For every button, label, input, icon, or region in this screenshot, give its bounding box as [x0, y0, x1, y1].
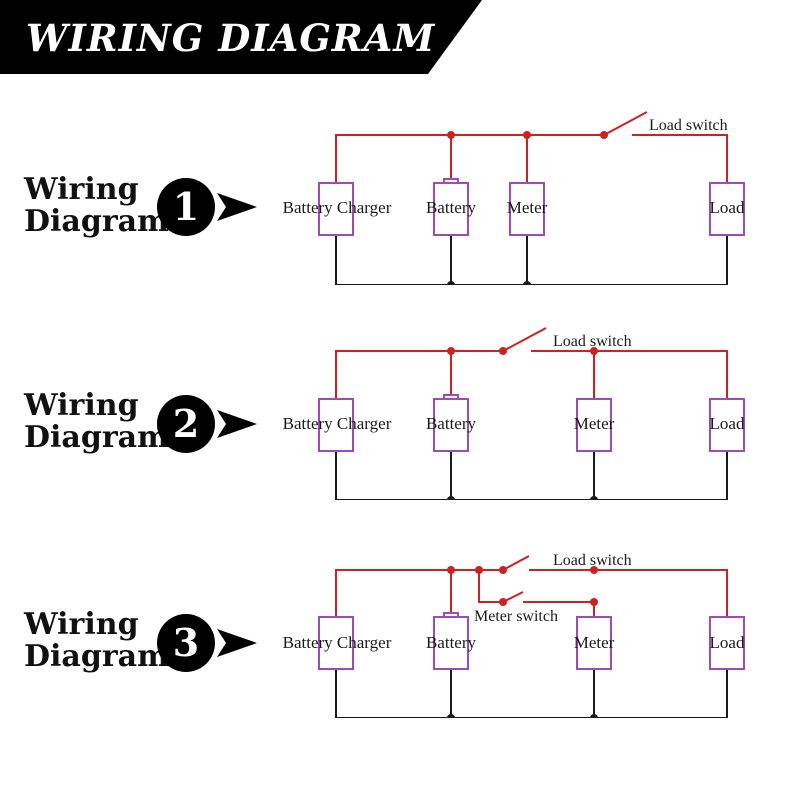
page-title: WIRING DIAGRAM [26, 16, 436, 60]
diagram-1-load-rail [632, 134, 728, 183]
diagram-2-negative-rail [335, 451, 728, 500]
diagram-3-meter-box [576, 616, 612, 670]
diagram-3-load-switch [502, 555, 530, 571]
diagram-1-junction [447, 131, 455, 139]
diagram-1-switch-contact [600, 131, 608, 139]
diagram-3-junction [447, 714, 455, 718]
diagram-2-meter-box [576, 398, 612, 452]
diagram-1-meter-box [509, 182, 545, 236]
diagram-3-junction [447, 566, 455, 574]
diagram-3-number-badge: 3 [157, 614, 257, 672]
diagram-1-negative-rail [335, 235, 728, 285]
diagram-3-battery-charger-box [318, 616, 354, 670]
diagram-3-circuit: Battery Charger Battery Meter Load Load … [283, 552, 745, 718]
diagram-1-junction [523, 281, 531, 285]
diagram-3-arrow-icon [217, 629, 257, 657]
diagram-3-battery-charger-label: Battery Charger [283, 633, 392, 652]
diagram-2-load-switch [502, 327, 547, 352]
diagram-1-junction [523, 131, 531, 139]
diagram-3-load-box [709, 616, 745, 670]
diagram-3-battery-label: Battery [426, 633, 477, 652]
diagram-1-heading-line1: Wiring [24, 172, 139, 207]
diagram-2-meter-label: Meter [574, 414, 615, 433]
diagram-1-heading-line2: Diagram [24, 204, 169, 239]
diagram-3-switch-contact [499, 566, 507, 574]
diagram-1-number: 1 [173, 184, 199, 229]
diagram-3-meter-switch-label: Meter switch [474, 608, 558, 625]
diagram-2-load-switch-label: Load switch [553, 333, 632, 350]
diagram-1-load-label: Load [710, 198, 745, 217]
diagram-1-meter-label: Meter [507, 198, 548, 217]
diagram-3-junction [590, 566, 598, 574]
diagram-2-circuit: Battery Charger Battery Meter Load Load … [283, 327, 745, 500]
diagram-1-circuit: Battery Charger Battery Meter Load Load … [283, 111, 745, 285]
diagram-1-load-box [709, 182, 745, 236]
diagram-2-junction [447, 347, 455, 355]
diagram-2-load-label: Load [710, 414, 745, 433]
diagram-2-junction [590, 496, 598, 500]
title-banner [0, 0, 482, 74]
diagram-1-number-badge: 1 [157, 178, 257, 236]
diagram-3-junction [590, 598, 598, 606]
diagram-3-heading-line1: Wiring [24, 607, 139, 642]
diagram-1-heading: Wiring Diagram [24, 174, 169, 238]
diagram-1-badge-circle [157, 178, 215, 236]
diagram-2-switch-contact [499, 347, 507, 355]
diagram-3-heading-line2: Diagram [24, 639, 169, 674]
diagram-1-junction [447, 281, 455, 285]
diagram-3-meter-branch-drop [478, 570, 503, 603]
diagram-3-negative-rail [335, 669, 728, 718]
diagram-1-positive-rail [335, 134, 604, 183]
diagram-2-heading-line2: Diagram [24, 420, 169, 455]
diagram-3-load-label: Load [710, 633, 745, 652]
diagram-2-battery-charger-label: Battery Charger [283, 414, 392, 433]
diagram-1-load-switch [603, 111, 648, 136]
diagram-2-battery-terminal [443, 394, 459, 400]
diagram-3-load-rail [529, 569, 728, 617]
diagram-2-badge-circle [157, 395, 215, 453]
diagram-3-number: 3 [173, 620, 199, 665]
diagram-3-heading: Wiring Diagram [24, 609, 169, 673]
diagram-1-battery-terminal [443, 178, 459, 184]
diagram-2-heading: Wiring Diagram [24, 390, 169, 454]
diagram-3-switch-contact [499, 598, 507, 606]
diagram-3-badge-circle [157, 614, 215, 672]
banner-background [0, 0, 482, 74]
diagram-1-battery-label: Battery [426, 198, 477, 217]
diagram-3-meter-label: Meter [574, 633, 615, 652]
diagram-1-load-switch-label: Load switch [649, 117, 728, 134]
diagram-1-battery-charger-label: Battery Charger [283, 198, 392, 217]
diagram-2-number-badge: 2 [157, 395, 257, 453]
diagram-1-arrow-icon [217, 193, 257, 221]
diagram-3-junction [590, 714, 598, 718]
diagram-2-battery-label: Battery [426, 414, 477, 433]
diagram-1-battery-charger-box [318, 182, 354, 236]
diagram-2-load-rail [531, 350, 728, 399]
diagram-2-load-box [709, 398, 745, 452]
diagram-3-junction [475, 566, 483, 574]
diagram-2-heading-line1: Wiring [24, 388, 139, 423]
diagram-2-positive-rail [335, 350, 503, 399]
diagram-3-battery-terminal [443, 612, 459, 618]
diagram-2-junction [447, 496, 455, 500]
diagram-2-arrow-icon [217, 410, 257, 438]
diagram-2-junction [590, 347, 598, 355]
diagram-2-battery-charger-box [318, 398, 354, 452]
diagram-3-load-switch-label: Load switch [553, 552, 632, 569]
diagram-2-number: 2 [173, 401, 199, 446]
